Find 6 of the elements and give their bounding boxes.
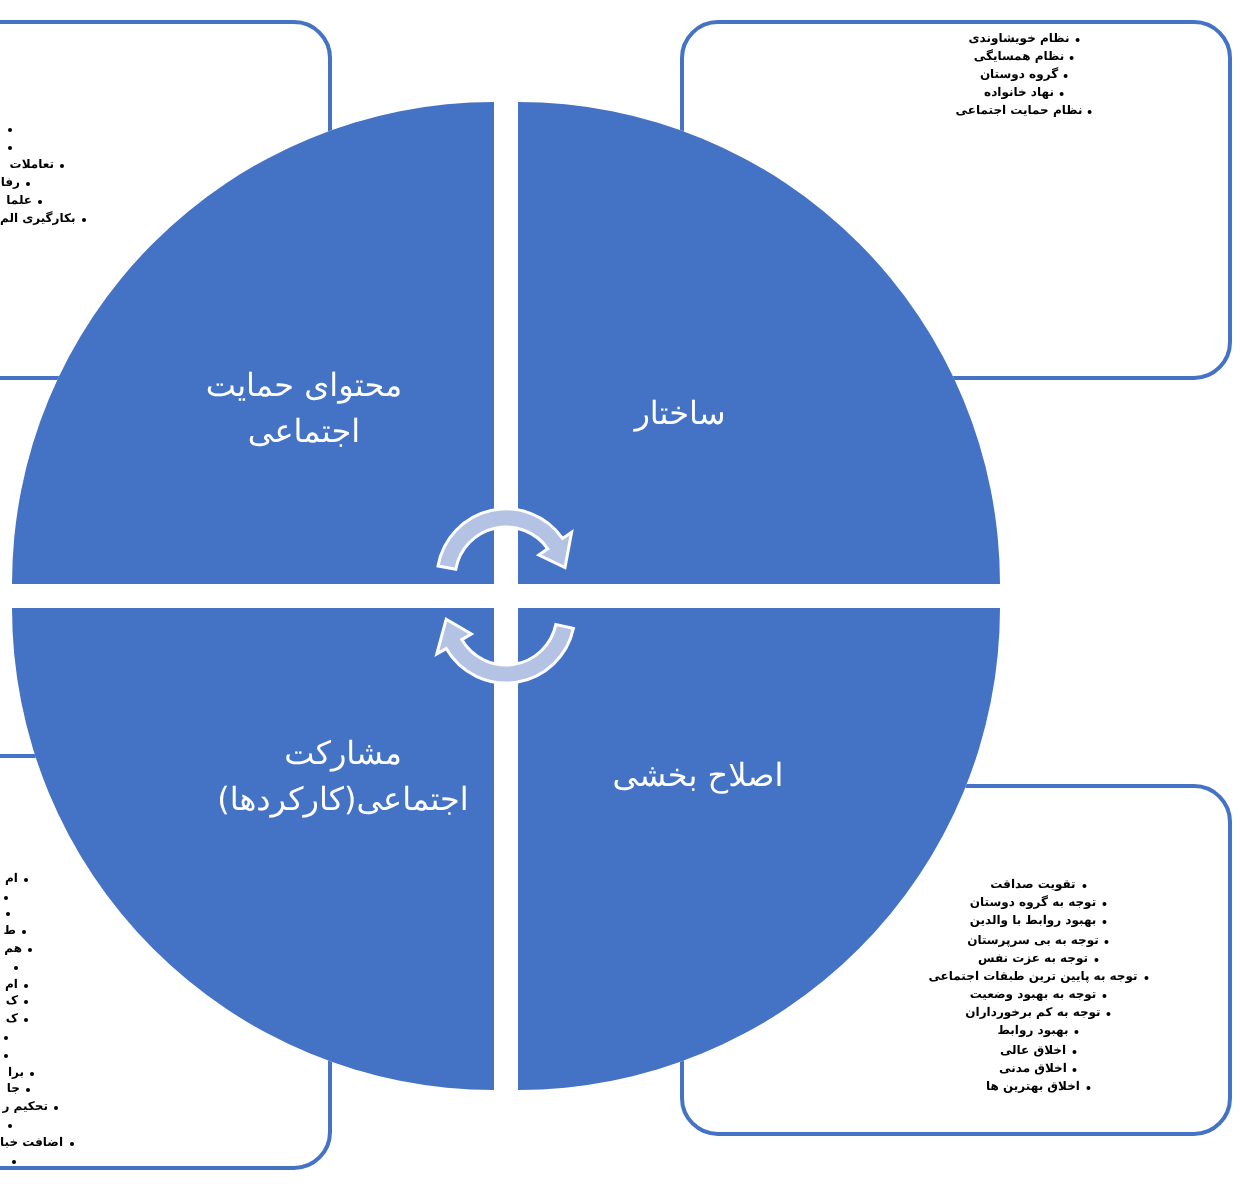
segment-label: محتوای حمایت اجتماعی <box>203 364 405 454</box>
segment-label: اصلاح بخشی <box>610 754 786 798</box>
cycle-arrow <box>435 617 575 685</box>
segment-label: مشارکت اجتماعی(کارکردها) <box>215 732 471 822</box>
segment-label: ساختار <box>631 392 728 436</box>
cycle-arrow <box>436 507 574 571</box>
